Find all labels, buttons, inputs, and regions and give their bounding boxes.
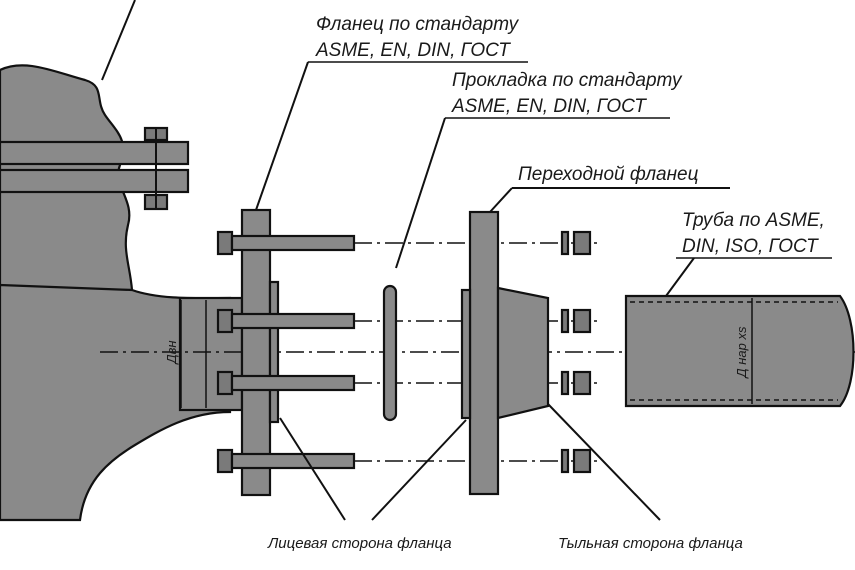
- leader-top-left: [101, 0, 136, 81]
- leader-face-2: [371, 419, 467, 521]
- transition-flange-hub: [496, 286, 550, 420]
- top-flange-a: [0, 140, 190, 166]
- pipe-label-2: DIN, ISO, ГОСТ: [682, 236, 819, 257]
- face-side-label: Лицевая сторона фланца: [267, 535, 452, 552]
- gasket: [382, 284, 398, 422]
- dim-outer-label: Д нар xs: [734, 326, 749, 379]
- transition-flange-face: [460, 288, 472, 420]
- pipe: [624, 294, 855, 408]
- nuts-right: [560, 230, 592, 474]
- transition-flange-label: Переходной фланец: [518, 164, 699, 185]
- dim-inner-label: Двн: [164, 340, 179, 365]
- top-flange-b: [0, 168, 190, 194]
- gasket-std-subtitle: ASME, EN, DIN, ГОСТ: [451, 96, 647, 117]
- flange-std-subtitle: ASME, EN, DIN, ГОСТ: [315, 40, 511, 61]
- flange-std-title: Фланец по стандарту: [316, 14, 520, 35]
- standard-flange: [240, 208, 272, 497]
- standard-flange-face: [268, 280, 280, 424]
- leader-pipe: [665, 257, 695, 297]
- transition-flange: [468, 210, 500, 496]
- leader-back: [547, 403, 661, 521]
- leader-gasket: [395, 117, 446, 269]
- leader-face-1: [279, 417, 346, 521]
- gasket-std-title: Прокладка по стандарту: [452, 70, 683, 91]
- leader-flange-std: [255, 61, 309, 211]
- back-side-label: Тыльная сторона фланца: [558, 535, 743, 552]
- pipe-label-1: Труба по ASME,: [682, 210, 825, 231]
- leader-transition: [489, 187, 513, 213]
